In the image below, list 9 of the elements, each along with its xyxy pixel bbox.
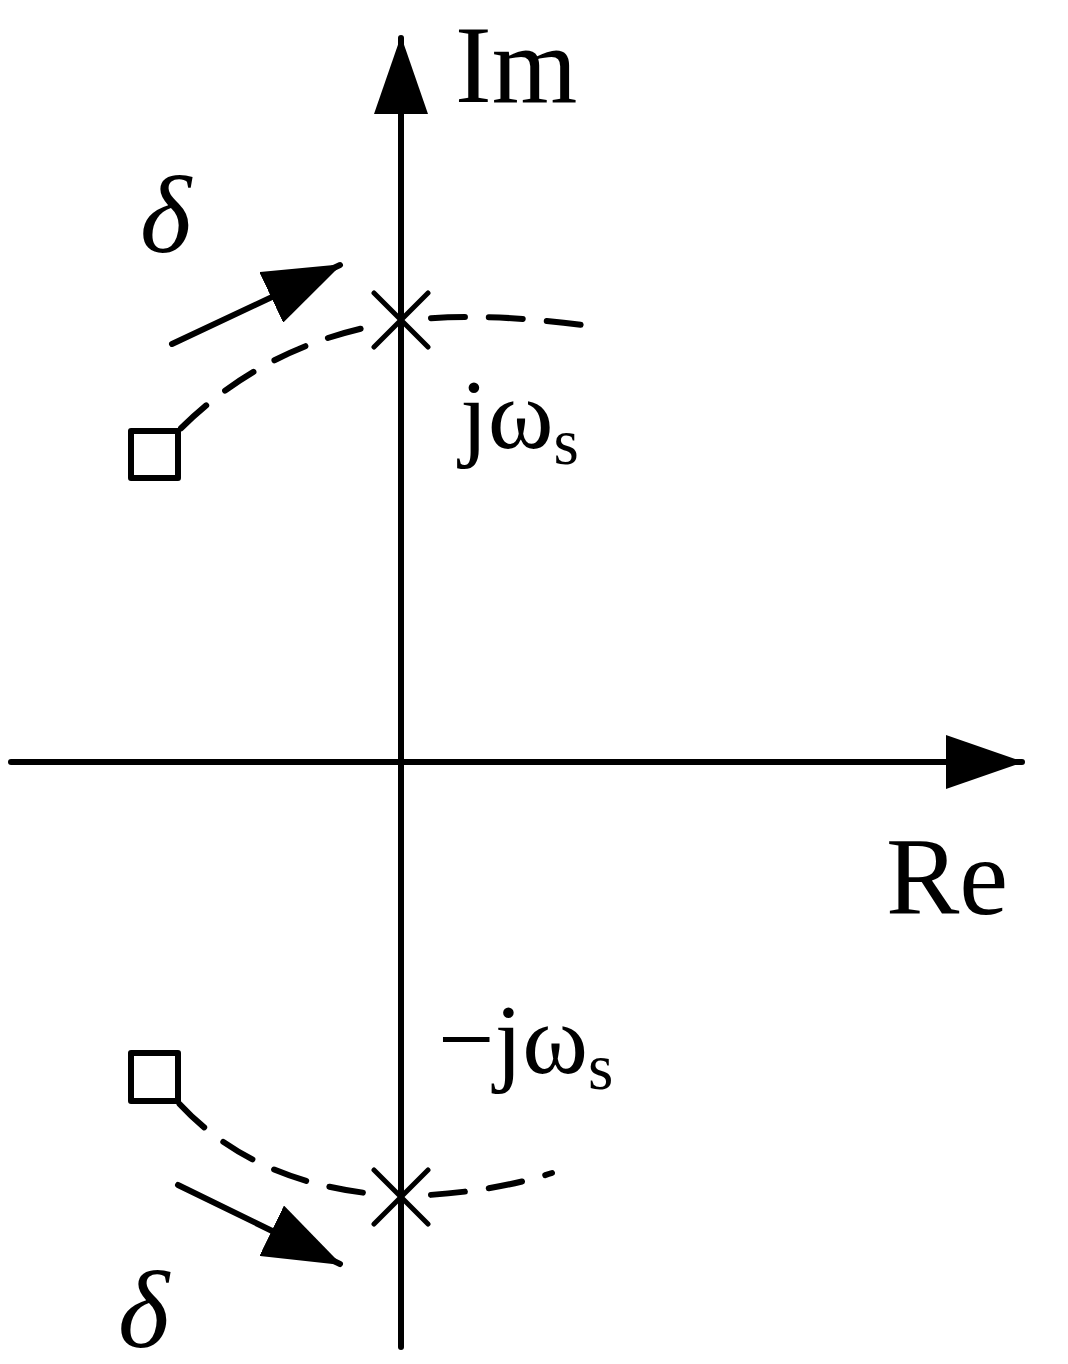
axis-label: Re <box>886 822 1009 932</box>
locus-path <box>428 314 585 328</box>
pole-label: −jω$_{s}$ <box>438 990 614 1101</box>
axis-label: Im <box>455 10 578 120</box>
axis-label: δ <box>140 160 192 270</box>
zero-square <box>128 1050 181 1104</box>
zero-square <box>128 428 181 481</box>
locus-path <box>428 1170 555 1198</box>
axis-label: δ <box>118 1255 170 1364</box>
